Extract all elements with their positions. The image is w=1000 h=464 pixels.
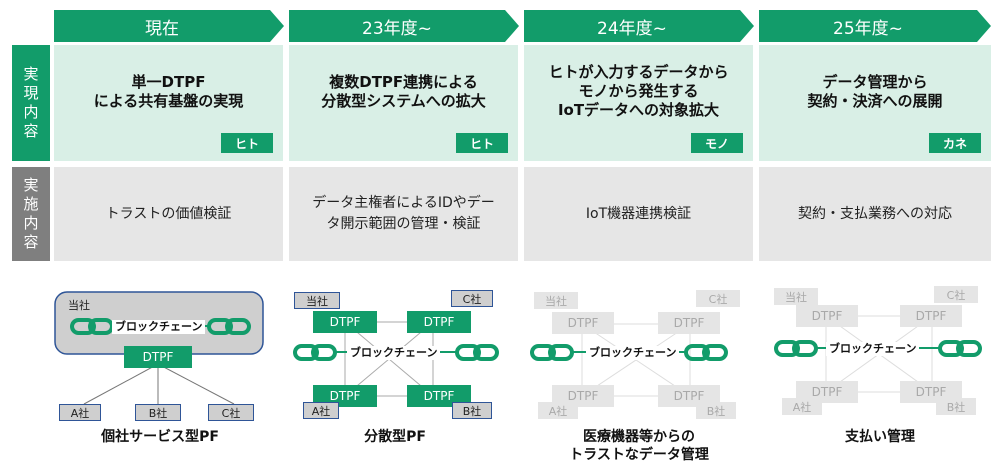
phase-current-realization: 単一DTPF による共有基盤の実現 ヒト — [54, 45, 283, 161]
phase-title-line: 複数DTPF連携による — [329, 73, 478, 91]
timeline-label: 23年度~ — [362, 18, 432, 39]
timeline-arrow-fy24: 24年度~ — [524, 10, 754, 42]
phase-title-line: による共有基盤の実現 — [93, 92, 244, 110]
phase-title-line: データ管理から — [822, 73, 928, 91]
company-b-node: B社 — [696, 402, 736, 419]
row-label-realization: 実 現 内 容 — [12, 45, 50, 161]
timeline-label: 現在 — [145, 18, 179, 39]
company-a-node: A社 — [782, 398, 822, 415]
phase-fy25-implementation: 契約・支払業務への対応 — [759, 167, 991, 261]
dtpf-node-own: DTPF — [313, 311, 377, 333]
row-label-char: 容 — [23, 233, 39, 251]
dtpf-node-a: DTPF — [552, 385, 614, 407]
company-b-node: B社 — [936, 398, 976, 415]
own-company-node: 当社 — [294, 292, 340, 309]
phase-current-implementation: トラストの価値検証 — [54, 167, 283, 261]
timeline-label: 24年度~ — [597, 18, 667, 39]
dtpf-node-c: DTPF — [900, 305, 962, 327]
phase-title: データ管理から 契約・決済への展開 — [759, 73, 991, 111]
category-tag: モノ — [691, 133, 743, 153]
implementation-line: 契約・支払業務への対応 — [798, 205, 952, 222]
blockchain-label: ブロックチェーン — [112, 320, 206, 334]
dtpf-node-a: DTPF — [313, 385, 377, 407]
blockchain-label: ブロックチェーン — [826, 342, 920, 356]
implementation-line: タ開示範囲の管理・検証 — [326, 216, 481, 232]
company-c-node: C社 — [451, 290, 493, 307]
diagram-payment-management: 当社 C社 DTPF DTPF ブロックチェーン DTPF DTPF A社 B社 — [770, 284, 990, 424]
company-c-node: C社 — [696, 290, 740, 307]
own-company-node: 当社 — [534, 292, 578, 309]
timeline-label: 25年度~ — [833, 18, 903, 39]
phase-title-line: ヒトが入力するデータから — [548, 63, 729, 81]
dtpf-node-b: DTPF — [407, 385, 471, 407]
dtpf-node: DTPF — [124, 346, 192, 368]
diagram-distributed-pf: 当社 C社 DTPF DTPF ブロックチェーン DTPF DTPF A社 B社 — [289, 284, 501, 424]
company-b-node: B社 — [135, 404, 181, 421]
company-c-node: C社 — [934, 286, 978, 303]
phase-fy23-implementation: データ主権者によるIDやデー タ開示範囲の管理・検証 — [289, 167, 518, 261]
caption-line: 支払い管理 — [845, 429, 915, 445]
row-label-char: 施 — [23, 195, 39, 213]
category-tag: カネ — [929, 133, 981, 153]
dtpf-node-b: DTPF — [658, 385, 720, 407]
row-label-char: 容 — [23, 122, 39, 140]
caption-iot-trusted-data: 医療機器等からの トラストなデータ管理 — [524, 428, 754, 464]
caption-distributed-pf: 分散型PF — [289, 428, 501, 446]
row-label-char: 内 — [23, 103, 39, 121]
company-b-node: B社 — [452, 402, 492, 419]
phase-title: 単一DTPF による共有基盤の実現 — [54, 73, 283, 111]
timeline-arrow-current: 現在 — [54, 10, 284, 42]
company-a-node: A社 — [538, 402, 578, 419]
phase-title: 複数DTPF連携による 分散型システムへの拡大 — [289, 73, 518, 111]
row-label-char: 実 — [23, 176, 39, 194]
phase-title-line: モノから発生する — [578, 82, 699, 100]
company-c-node: C社 — [208, 404, 254, 421]
implementation-line: IoT機器連携検証 — [585, 205, 692, 222]
caption-individual-service-pf: 個社サービス型PF — [54, 428, 266, 446]
phase-title-line: IoTデータへの対象拡大 — [557, 101, 720, 119]
phase-title: ヒトが入力するデータから モノから発生する IoTデータへの対象拡大 — [524, 63, 753, 120]
row-label-implementation: 実 施 内 容 — [12, 167, 50, 261]
implementation-line: トラストの価値検証 — [105, 205, 232, 222]
blockchain-label: ブロックチェーン — [347, 346, 441, 360]
company-a-node: A社 — [303, 402, 339, 419]
own-company-node: 当社 — [774, 288, 818, 305]
category-tag: ヒト — [221, 133, 273, 153]
phase-title-line: 単一DTPF — [131, 73, 206, 91]
implementation-line: データ主権者によるIDやデー — [312, 195, 495, 211]
caption-line: トラストなデータ管理 — [569, 447, 709, 463]
caption-line: 個社サービス型PF — [101, 429, 219, 445]
dtpf-node-own: DTPF — [796, 305, 858, 327]
diagram-individual-service-pf: 当社 ブロックチェーン DTPF A社 B社 C社 — [54, 284, 266, 424]
company-a-node: A社 — [59, 404, 101, 421]
row-label-char: 現 — [23, 84, 39, 102]
phase-fy25-realization: データ管理から 契約・決済への展開 カネ — [759, 45, 991, 161]
category-tag: ヒト — [456, 133, 508, 153]
phase-fy24-realization: ヒトが入力するデータから モノから発生する IoTデータへの対象拡大 モノ — [524, 45, 753, 161]
phase-title-line: 契約・決済への展開 — [807, 92, 943, 110]
row-label-char: 内 — [23, 214, 39, 232]
timeline-arrow-fy23: 23年度~ — [289, 10, 519, 42]
dtpf-node-b: DTPF — [900, 381, 962, 403]
caption-payment-management: 支払い管理 — [770, 428, 990, 446]
phase-fy24-implementation: IoT機器連携検証 — [524, 167, 753, 261]
dtpf-node-c: DTPF — [658, 312, 720, 334]
own-company-label: 当社 — [68, 299, 90, 312]
phase-title-line: 分散型システムへの拡大 — [321, 92, 486, 110]
caption-line: 分散型PF — [364, 429, 426, 445]
caption-line: 医療機器等からの — [583, 429, 695, 445]
blockchain-label: ブロックチェーン — [586, 346, 680, 360]
diagram-iot-trusted-data: 当社 C社 DTPF DTPF ブロックチェーン DTPF DTPF A社 B社 — [524, 284, 754, 424]
dtpf-node-c: DTPF — [407, 311, 471, 333]
timeline-arrow-fy25: 25年度~ — [759, 10, 991, 42]
dtpf-node-own: DTPF — [552, 312, 614, 334]
phase-fy23-realization: 複数DTPF連携による 分散型システムへの拡大 ヒト — [289, 45, 518, 161]
row-label-char: 実 — [23, 65, 39, 83]
dtpf-node-a: DTPF — [796, 381, 858, 403]
